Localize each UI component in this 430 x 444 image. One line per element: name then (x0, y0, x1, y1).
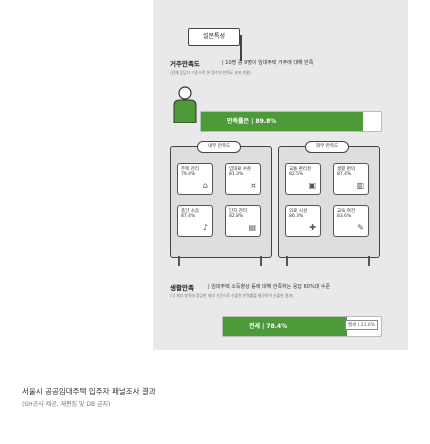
sound-icon: ♪ (202, 223, 208, 232)
window-leg (286, 256, 288, 266)
survey-tag: 설문특성 (188, 28, 242, 61)
caption-source: (SH공사 제공, 재편집 및 DB 금지) (22, 401, 111, 408)
window-leg (368, 256, 370, 266)
section-sub-life: (각 세부 항목에 응답한 세대 기준으로 산출된 만족률을 평균하여 산출한 … (170, 293, 294, 298)
tenure-bar-right: 월세 | 21.6% (345, 320, 378, 330)
external-window-tab: 외부 만족도 (305, 141, 350, 153)
window-leg (260, 256, 262, 266)
coin-icon: ¤ (250, 181, 256, 190)
tenure-bar-fill (223, 317, 347, 336)
person-icon (173, 86, 197, 123)
hospital-icon: ✚ (309, 223, 316, 232)
section-label-satisfaction: 거주만족도 (170, 60, 200, 68)
internal-window-tab: 내부 만족도 (197, 141, 242, 153)
school-icon: ✎ (357, 223, 364, 232)
tenure-bar: 전세 | 78.4% 월세 | 21.6% (222, 316, 382, 337)
section-sub-satisfaction: (전체 응답자 기준으로 본 점수의 만족도 분포 현황) (170, 70, 252, 75)
shop-icon: ▥ (356, 181, 364, 190)
tenure-bar-value: 전세 | 78.4% (249, 323, 288, 330)
satisfaction-bar: 만족률은 | 89.8% (200, 111, 382, 132)
section-desc-satisfaction: | 10명 중 9명이 임대주택 거주에 대해 만족 (222, 60, 314, 66)
satisfaction-bar-fill (201, 112, 363, 131)
house-icon: ⌂ (202, 181, 208, 190)
satisfaction-bar-value: 만족률은 | 89.8% (227, 118, 277, 125)
bus-icon: ▣ (308, 181, 316, 190)
section-label-life: 생활만족 (170, 284, 194, 292)
section-desc-life: | 임대주택 소득향상 등에 대해 만족하는 응답 60%대 수준 (208, 284, 331, 290)
caption-title: 서울시 공공임대주택 입주자 패널조사 결과 (22, 387, 156, 396)
window-leg (178, 256, 180, 266)
building-icon: ▤ (248, 223, 256, 232)
